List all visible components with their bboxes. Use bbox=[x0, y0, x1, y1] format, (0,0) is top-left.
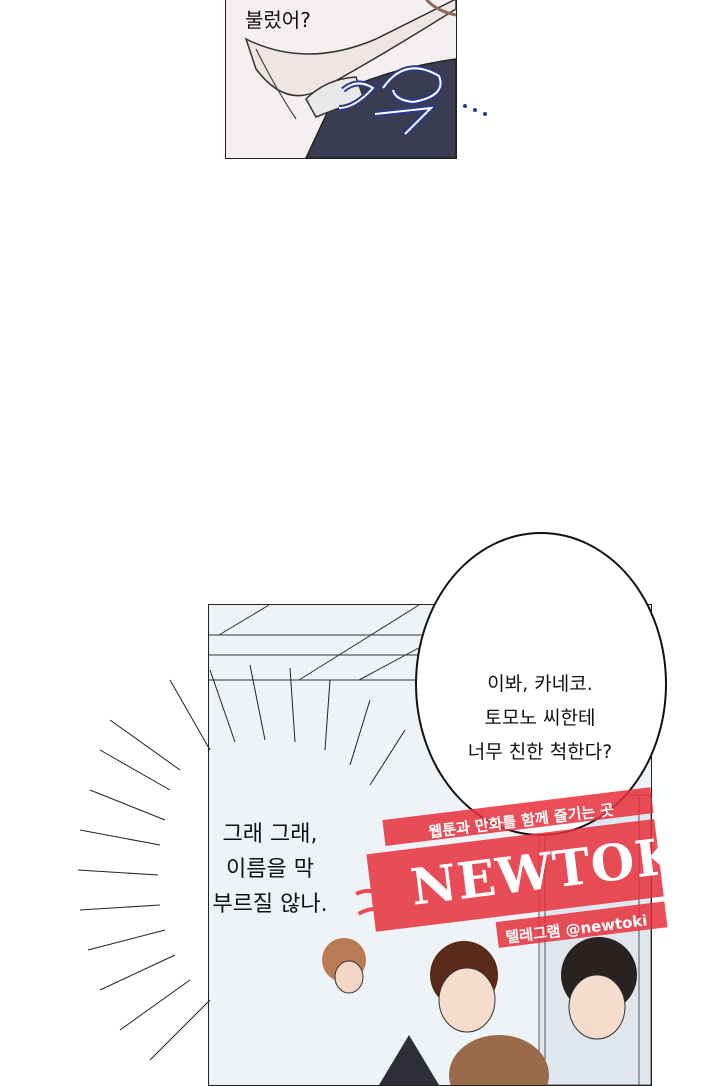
burst-line-2: 이름을 막 bbox=[226, 857, 314, 882]
top-speech-text: 불렀어? bbox=[245, 8, 311, 32]
burst-line-1: 그래 그래, bbox=[222, 822, 318, 847]
bubble-line-2: 토모노 씨한테 bbox=[484, 707, 596, 729]
speech-bubble-text: 이봐, 카네코. 토모노 씨한테 너무 친한 척한다? bbox=[440, 667, 640, 769]
sfx-swoosh bbox=[338, 65, 487, 137]
watermark-logo bbox=[355, 787, 668, 948]
bubble-line-1: 이봐, 카네코. bbox=[487, 673, 593, 695]
burst-thought-text: 그래 그래, 이름을 막 부르질 않나. bbox=[180, 817, 360, 922]
emphasis-burst bbox=[77, 664, 406, 1061]
bubble-line-3: 너무 친한 척한다? bbox=[467, 741, 613, 763]
burst-line-3: 부르질 않나. bbox=[212, 892, 328, 917]
